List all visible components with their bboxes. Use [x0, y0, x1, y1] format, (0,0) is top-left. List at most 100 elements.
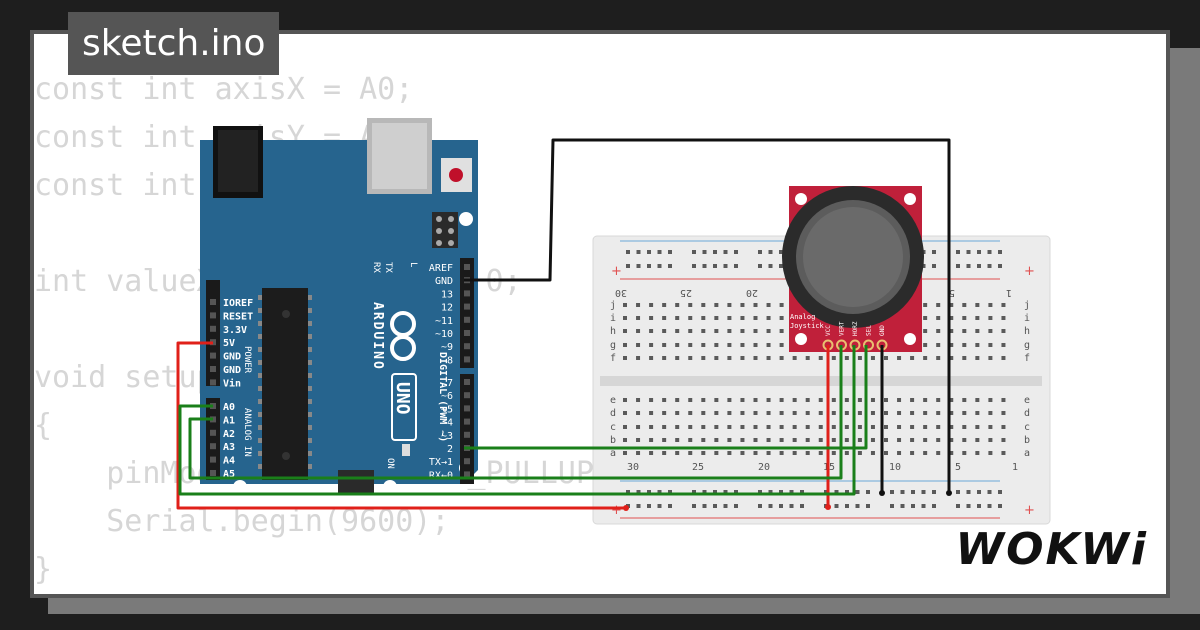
breadboard-hole[interactable] [779, 316, 784, 320]
breadboard-hole[interactable] [626, 250, 630, 254]
breadboard-hole[interactable] [800, 504, 804, 508]
breadboard-hole[interactable] [890, 504, 894, 508]
breadboard-hole[interactable] [636, 451, 641, 455]
breadboard-hole[interactable] [870, 411, 875, 415]
breadboard-hole[interactable] [884, 411, 888, 415]
breadboard-hole[interactable] [932, 250, 936, 254]
breadboard-hole[interactable] [897, 438, 902, 442]
breadboard-hole[interactable] [714, 316, 719, 320]
breadboard-hole[interactable] [675, 303, 680, 307]
breadboard-hole[interactable] [675, 329, 680, 333]
breadboard-hole[interactable] [727, 329, 732, 333]
breadboard-hole[interactable] [753, 425, 758, 429]
breadboard-hole[interactable] [956, 250, 960, 254]
breadboard-hole[interactable] [779, 250, 783, 254]
breadboard-hole[interactable] [688, 329, 693, 333]
breadboard-hole[interactable] [779, 490, 783, 494]
breadboard-hole[interactable] [870, 356, 875, 360]
breadboard-hole[interactable] [626, 490, 630, 494]
breadboard-hole[interactable] [884, 356, 888, 360]
breadboard-hole[interactable] [702, 264, 707, 268]
breadboard-hole[interactable] [766, 411, 771, 415]
breadboard-hole[interactable] [1001, 343, 1006, 347]
breadboard-hole[interactable] [911, 490, 915, 494]
breadboard-hole[interactable] [714, 411, 719, 415]
breadboard-hole[interactable] [884, 425, 888, 429]
breadboard-hole[interactable] [753, 303, 758, 307]
breadboard-hole[interactable] [975, 329, 980, 333]
breadboard-hole[interactable] [977, 490, 981, 494]
breadboard-hole[interactable] [714, 329, 719, 333]
breadboard-hole[interactable] [688, 398, 693, 402]
breadboard-hole[interactable] [779, 356, 784, 360]
breadboard-hole[interactable] [900, 504, 905, 508]
breadboard-hole[interactable] [824, 490, 828, 494]
breadboard-hole[interactable] [636, 250, 641, 254]
breadboard-hole[interactable] [662, 425, 667, 429]
breadboard-hole[interactable] [834, 504, 839, 508]
breadboard-hole[interactable] [768, 264, 773, 268]
breadboard-hole[interactable] [988, 411, 993, 415]
breadboard-hole[interactable] [636, 343, 641, 347]
breadboard-hole[interactable] [753, 411, 758, 415]
breadboard-hole[interactable] [740, 425, 745, 429]
breadboard-hole[interactable] [647, 504, 651, 508]
breadboard-hole[interactable] [923, 303, 928, 307]
breadboard-hole[interactable] [962, 356, 967, 360]
breadboard-hole[interactable] [936, 438, 941, 442]
breadboard-hole[interactable] [966, 490, 971, 494]
breadboard-hole[interactable] [723, 264, 728, 268]
breadboard-hole[interactable] [675, 411, 680, 415]
breadboard-hole[interactable] [977, 264, 981, 268]
breadboard-hole[interactable] [701, 451, 706, 455]
breadboard-hole[interactable] [789, 490, 794, 494]
breadboard-hole[interactable] [688, 316, 693, 320]
breadboard-hole[interactable] [831, 356, 836, 360]
breadboard-hole[interactable] [714, 343, 719, 347]
breadboard-hole[interactable] [657, 490, 662, 494]
breadboard-hole[interactable] [701, 411, 706, 415]
breadboard-hole[interactable] [713, 490, 717, 494]
power-pin[interactable] [210, 312, 216, 319]
breadboard-hole[interactable] [727, 398, 732, 402]
breadboard-hole[interactable] [723, 490, 728, 494]
breadboard-hole[interactable] [734, 490, 738, 494]
breadboard-hole[interactable] [649, 356, 654, 360]
digital-pin[interactable] [464, 379, 470, 385]
digital-pin[interactable] [464, 290, 470, 297]
breadboard-hole[interactable] [805, 425, 810, 429]
breadboard-hole[interactable] [949, 398, 954, 402]
breadboard-hole[interactable] [623, 303, 627, 307]
breadboard-hole[interactable] [962, 425, 967, 429]
power-pin[interactable] [210, 352, 216, 359]
breadboard-hole[interactable] [636, 504, 641, 508]
breadboard-hole[interactable] [792, 411, 797, 415]
breadboard-hole[interactable] [923, 451, 928, 455]
breadboard-hole[interactable] [740, 343, 745, 347]
breadboard-hole[interactable] [975, 343, 980, 347]
breadboard-hole[interactable] [623, 329, 627, 333]
breadboard-hole[interactable] [727, 425, 732, 429]
breadboard-hole[interactable] [766, 303, 771, 307]
breadboard-hole[interactable] [805, 398, 810, 402]
breadboard-hole[interactable] [657, 264, 662, 268]
breadboard-hole[interactable] [975, 451, 980, 455]
breadboard-hole[interactable] [975, 356, 980, 360]
breadboard-hole[interactable] [923, 316, 928, 320]
breadboard-hole[interactable] [753, 356, 758, 360]
breadboard-hole[interactable] [753, 329, 758, 333]
breadboard-hole[interactable] [714, 451, 719, 455]
breadboard-hole[interactable] [897, 398, 902, 402]
breadboard-hole[interactable] [966, 250, 971, 254]
breadboard-hole[interactable] [753, 438, 758, 442]
breadboard-hole[interactable] [844, 451, 849, 455]
breadboard-hole[interactable] [636, 411, 641, 415]
breadboard-hole[interactable] [668, 490, 672, 494]
breadboard-hole[interactable] [988, 343, 993, 347]
breadboard-hole[interactable] [657, 250, 662, 254]
breadboard-hole[interactable] [921, 264, 926, 268]
breadboard-hole[interactable] [740, 329, 745, 333]
breadboard-hole[interactable] [779, 504, 783, 508]
breadboard-hole[interactable] [800, 490, 804, 494]
breadboard-hole[interactable] [662, 316, 667, 320]
